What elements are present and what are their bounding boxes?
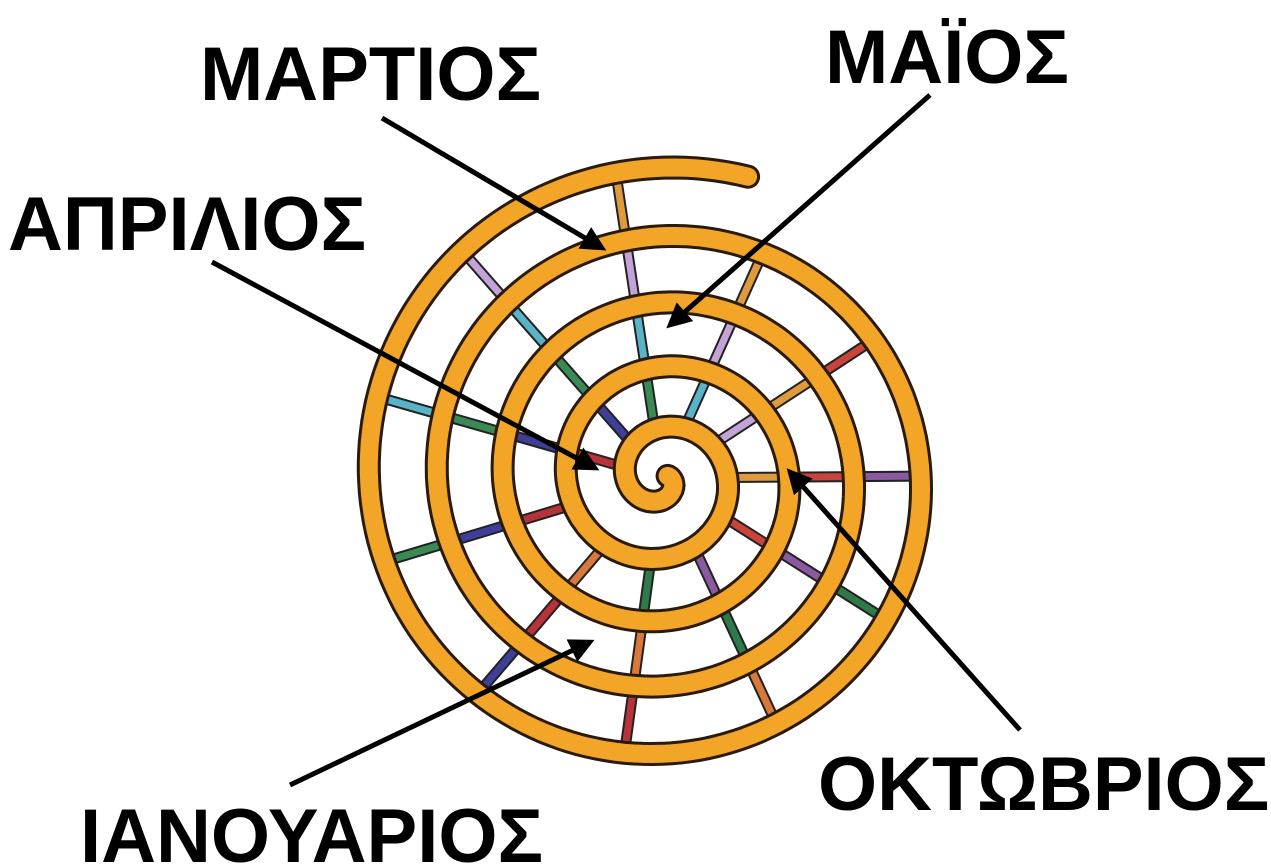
- label-march: ΜΑΡΤΙΟΣ: [200, 32, 541, 117]
- label-october: ΟΚΤΩΒΡΙΟΣ: [818, 742, 1269, 827]
- spiral-band: [369, 168, 921, 755]
- arrow-may: [670, 95, 930, 325]
- label-may: ΜΑΪΟΣ: [825, 15, 1069, 100]
- label-april: ΑΠΡΙΛΙΟΣ: [8, 182, 366, 267]
- label-january: ΙΑΝΟΥΑΡΙΟΣ: [80, 794, 543, 865]
